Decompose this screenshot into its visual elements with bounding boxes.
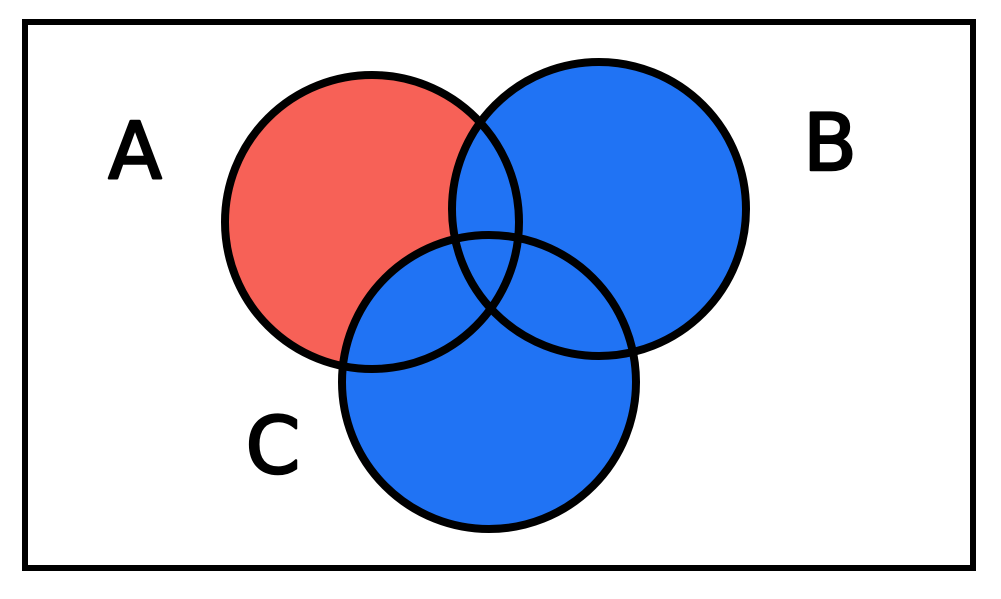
set-b-label: B bbox=[803, 99, 857, 189]
set-b-outline bbox=[448, 58, 750, 360]
set-c-outline bbox=[338, 231, 640, 533]
set-a-label: A bbox=[108, 107, 161, 197]
set-c-fill bbox=[342, 235, 636, 529]
set-a-outline bbox=[221, 71, 523, 373]
set-c-label: C bbox=[246, 402, 300, 492]
